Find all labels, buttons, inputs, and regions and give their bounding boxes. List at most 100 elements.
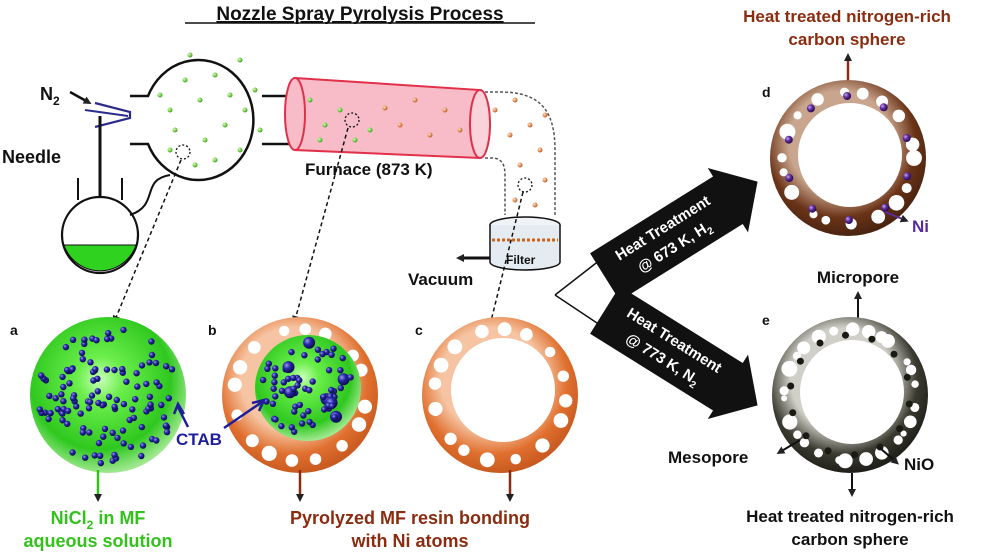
ctab-dot xyxy=(146,393,154,400)
pore xyxy=(544,346,556,358)
pore xyxy=(535,438,550,453)
pore xyxy=(906,150,922,166)
ctab-dot xyxy=(103,335,111,343)
ctab-dot xyxy=(113,396,121,404)
pore xyxy=(911,380,919,388)
outlet-tube xyxy=(485,91,556,215)
ni-particle xyxy=(881,203,890,212)
ni-particle xyxy=(902,134,911,142)
ctab-dot xyxy=(111,451,118,459)
pore xyxy=(905,364,917,376)
ni-dot xyxy=(337,367,344,374)
ctab-dots-a xyxy=(36,326,176,467)
ni-dot xyxy=(319,350,326,358)
ctab-dot xyxy=(85,405,93,412)
pore xyxy=(811,93,824,106)
pore xyxy=(278,325,290,337)
n2-arrow xyxy=(69,90,92,104)
ni-particle xyxy=(903,172,912,181)
heat-arrow-h2: Heat Treatment @ 673 K, H2 xyxy=(590,167,758,301)
heat-arrow-n2: Heat Treatment @ 773 K, N2 xyxy=(590,286,758,420)
ni-dot xyxy=(314,346,322,353)
pore xyxy=(903,358,911,366)
ni-dot xyxy=(272,393,279,400)
pyrolyzed-caption-line2: with Ni atoms xyxy=(350,531,468,551)
pore xyxy=(245,434,259,448)
outlet-particles xyxy=(492,97,548,208)
ni-label: Ni xyxy=(912,217,929,236)
ctab-dot xyxy=(58,391,65,398)
ctab-arrow-left xyxy=(176,406,190,428)
pore xyxy=(856,87,869,100)
panel-d-label: d xyxy=(762,84,771,100)
ni-dot xyxy=(296,401,304,409)
ni-dot xyxy=(272,365,279,372)
zoom-arrow-a xyxy=(112,159,182,324)
pore xyxy=(821,215,831,225)
ctab-dot xyxy=(119,427,127,434)
ctab-dot xyxy=(95,439,103,447)
ctab-dot xyxy=(111,403,118,410)
ctab-dot xyxy=(95,399,102,407)
ctab-dot xyxy=(132,396,139,403)
ni-dot xyxy=(296,377,303,384)
ctab-dot xyxy=(153,437,160,444)
pore xyxy=(444,432,457,445)
ni-particle xyxy=(844,216,853,224)
ni-dot xyxy=(305,408,312,415)
pores-c xyxy=(428,322,573,468)
pore xyxy=(779,386,789,396)
nicl2-caption-line2: aqueous solution xyxy=(23,531,172,551)
pore xyxy=(881,334,895,348)
ctab-dot xyxy=(60,398,67,405)
ni-dot xyxy=(278,422,285,430)
pore xyxy=(357,399,373,414)
pore xyxy=(447,339,463,355)
ni-dot xyxy=(265,360,272,367)
ni-dots-b xyxy=(259,336,354,435)
ni-dot xyxy=(330,345,337,352)
zoom-arrow-c xyxy=(487,191,524,329)
ctab-dot xyxy=(86,429,93,436)
vacuum-label: Vacuum xyxy=(408,270,473,289)
ctab-dot xyxy=(126,416,133,424)
nio-arrow xyxy=(879,447,900,465)
nio-particle xyxy=(789,409,797,417)
pore xyxy=(781,360,798,377)
ctab-dot xyxy=(77,410,84,417)
ctab-dot xyxy=(92,366,99,373)
nio-particle xyxy=(903,373,911,381)
pore xyxy=(900,430,907,437)
ctab-dot xyxy=(148,351,156,359)
pore xyxy=(351,417,367,432)
ctab-label: CTAB xyxy=(176,430,222,449)
furnace-label: Furnace (873 K) xyxy=(305,160,433,179)
nio-particle xyxy=(802,432,810,440)
ctab-dot xyxy=(47,409,54,417)
ctab-dot xyxy=(165,395,172,402)
ni-particle xyxy=(806,104,815,113)
pore xyxy=(797,341,811,355)
ni-dot xyxy=(306,418,313,426)
panel-c-label: c xyxy=(415,322,423,338)
ctab-dot xyxy=(138,452,145,460)
panel-a-label: a xyxy=(10,322,18,338)
ni-dot xyxy=(300,412,307,419)
sphere-d-hollow xyxy=(798,103,902,207)
pore xyxy=(309,453,322,465)
ni-dot xyxy=(272,416,279,423)
ctab-dot xyxy=(120,440,127,447)
pore xyxy=(261,445,277,461)
ni-dot xyxy=(285,375,292,382)
ctab-dot xyxy=(163,363,170,370)
nio-particle xyxy=(905,400,913,408)
ctab-dot xyxy=(46,392,53,400)
ctab-dot xyxy=(123,378,130,385)
ctab-dot xyxy=(163,428,171,436)
nio-particle xyxy=(824,447,832,455)
ctab-dot xyxy=(82,454,89,461)
ni-particle xyxy=(879,103,888,112)
ctab-dot xyxy=(45,415,52,423)
pore xyxy=(428,377,442,390)
ni-particle xyxy=(784,135,793,144)
